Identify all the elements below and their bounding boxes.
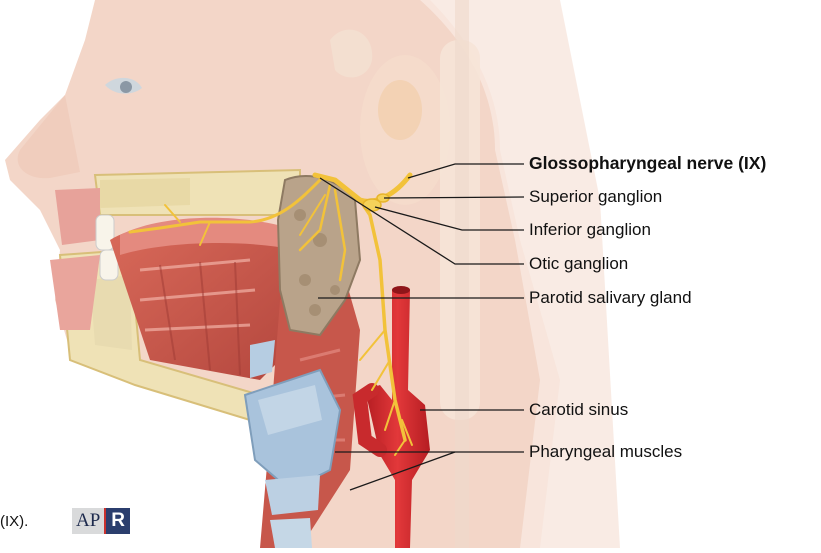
label-carotid-sinus: Carotid sinus: [529, 400, 628, 420]
label-superior-ganglion: Superior ganglion: [529, 187, 662, 207]
apr-badge-r: R: [106, 508, 130, 534]
label-inferior-ganglion: Inferior ganglion: [529, 220, 651, 240]
label-glossopharyngeal-nerve: Glossopharyngeal nerve (IX): [529, 153, 766, 173]
label-parotid-gland: Parotid salivary gland: [529, 288, 692, 308]
label-pharyngeal-muscles: Pharyngeal muscles: [529, 442, 682, 462]
apr-badge[interactable]: AP R: [72, 508, 130, 534]
label-otic-ganglion: Otic ganglion: [529, 254, 628, 274]
figure-caption: (IX).: [0, 512, 28, 532]
apr-badge-ap: AP: [72, 508, 104, 534]
